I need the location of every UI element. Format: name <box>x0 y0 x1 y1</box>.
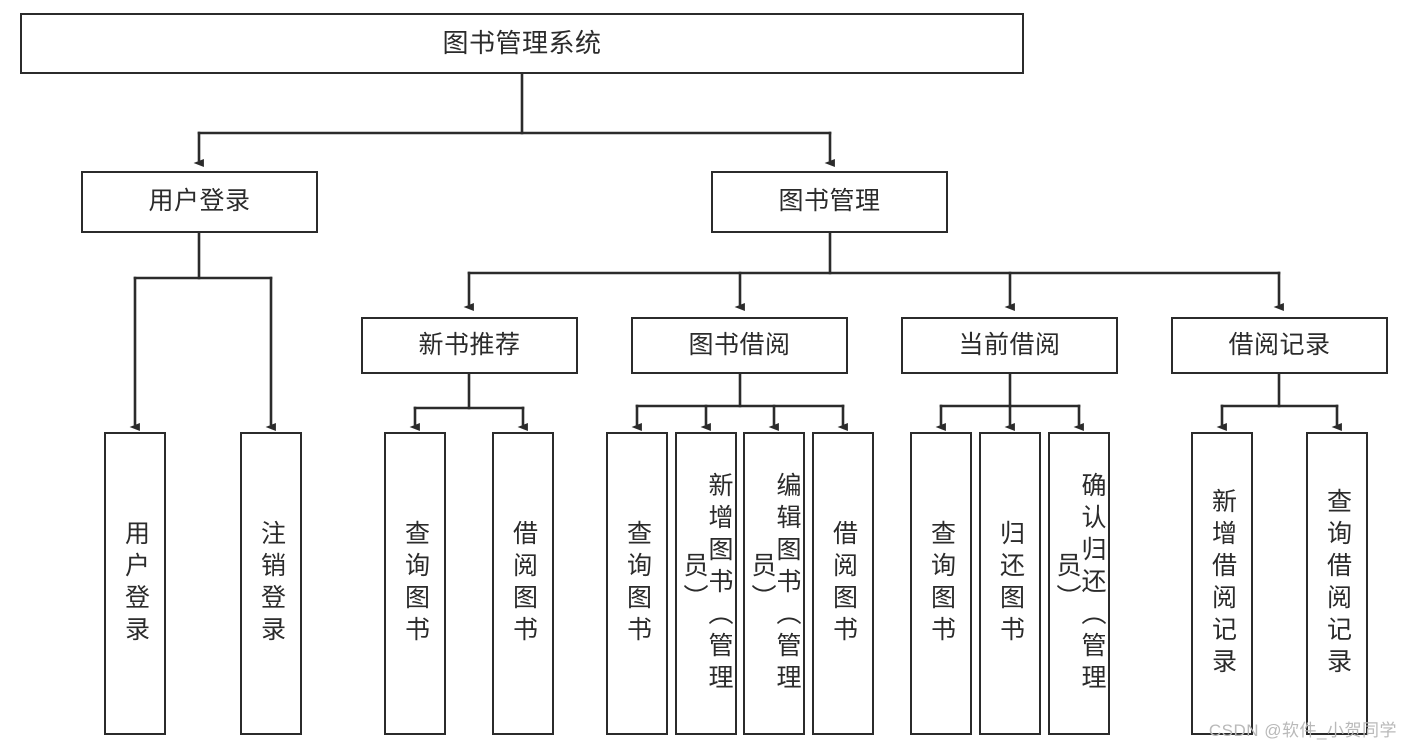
node-label: 新增借阅记录 <box>1208 487 1237 680</box>
node-label: 借阅图书 <box>509 519 538 648</box>
node-label: 新书推荐 <box>418 330 521 359</box>
node-current-borrow[interactable]: 当前借阅 <box>901 317 1118 374</box>
node-leaf-query-borrow-record[interactable]: 查询借阅记录 <box>1306 432 1368 735</box>
node-label: 编辑图书（管理员） <box>748 471 801 696</box>
node-root-book-management-system[interactable]: 图书管理系统 <box>20 13 1024 74</box>
node-borrow-record[interactable]: 借阅记录 <box>1171 317 1388 374</box>
node-leaf-confirm-return[interactable]: 确认归还（管理员） <box>1048 432 1110 735</box>
node-label: 查询图书 <box>623 519 652 648</box>
node-book-manage[interactable]: 图书管理 <box>711 171 948 233</box>
node-label: 新增图书（管理员） <box>680 471 733 696</box>
node-user-login[interactable]: 用户登录 <box>81 171 318 233</box>
node-leaf-add-borrow-record[interactable]: 新增借阅记录 <box>1191 432 1253 735</box>
node-leaf-borrow-book-2[interactable]: 借阅图书 <box>812 432 874 735</box>
node-leaf-query-book-2[interactable]: 查询图书 <box>606 432 668 735</box>
node-label: 归还图书 <box>996 519 1025 648</box>
csdn-watermark: CSDN @软件_小贺同学 <box>1208 721 1397 740</box>
node-leaf-add-book[interactable]: 新增图书（管理员） <box>675 432 737 735</box>
node-leaf-return-book[interactable]: 归还图书 <box>979 432 1041 735</box>
node-label: 确认归还（管理员） <box>1053 471 1106 696</box>
node-label: 查询图书 <box>401 519 430 648</box>
node-label: 借阅记录 <box>1228 330 1331 359</box>
node-label: 图书管理系统 <box>442 28 602 59</box>
node-leaf-logout-login[interactable]: 注销登录 <box>240 432 302 735</box>
node-label: 注销登录 <box>257 519 286 648</box>
node-label: 查询图书 <box>927 519 956 648</box>
node-label: 用户登录 <box>121 519 150 648</box>
node-new-book-recommend[interactable]: 新书推荐 <box>361 317 578 374</box>
node-label: 图书管理 <box>778 187 881 216</box>
node-leaf-query-book-3[interactable]: 查询图书 <box>910 432 972 735</box>
node-leaf-edit-book[interactable]: 编辑图书（管理员） <box>743 432 805 735</box>
node-book-borrow[interactable]: 图书借阅 <box>631 317 848 374</box>
node-leaf-user-login[interactable]: 用户登录 <box>104 432 166 735</box>
node-label: 借阅图书 <box>829 519 858 648</box>
node-label: 图书借阅 <box>688 330 791 359</box>
node-label: 查询借阅记录 <box>1323 487 1352 680</box>
node-leaf-query-book-1[interactable]: 查询图书 <box>384 432 446 735</box>
node-leaf-borrow-book-1[interactable]: 借阅图书 <box>492 432 554 735</box>
node-label: 当前借阅 <box>958 330 1061 359</box>
node-label: 用户登录 <box>148 187 251 216</box>
